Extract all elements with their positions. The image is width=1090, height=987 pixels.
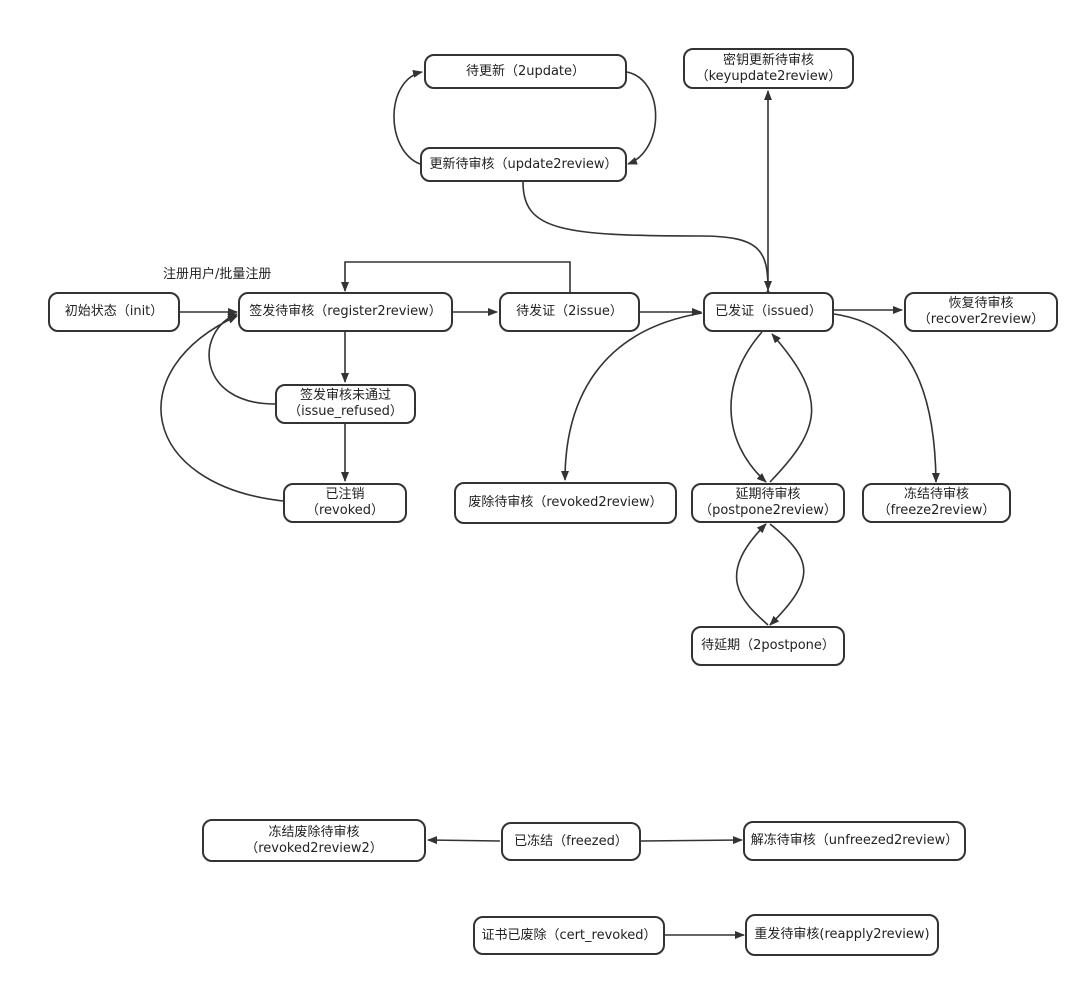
state-register2review-label: 签发待审核（register2review） <box>249 304 442 319</box>
state-2issue-label: 待发证（2issue） <box>516 304 623 319</box>
state-2issue: 待发证（2issue） <box>499 292 640 332</box>
edge-update2review-to-issued <box>522 181 772 291</box>
state-issued-label: 已发证（issued） <box>715 304 822 319</box>
state-issue-refused: 签发审核未通过 （issue_refused） <box>275 384 416 424</box>
state-2update-label: 待更新（2update） <box>465 63 586 79</box>
edge-issued-to-revoked2review <box>561 312 703 481</box>
state-freeze2review: 冻结待审核 （freeze2review） <box>862 483 1011 523</box>
state-freezed: 已冻结（freezed） <box>501 822 641 861</box>
edge-revoked-to-register2review <box>160 315 284 502</box>
state-postpone2review-line1: 延期待审核 <box>735 487 801 502</box>
state-2update: 待更新（2update） <box>424 54 627 89</box>
state-postpone2review-line2: （postpone2review） <box>699 503 837 518</box>
state-issue-refused-line2: （issue_refused） <box>288 404 403 419</box>
state-issue-refused-line1: 签发审核未通过 <box>299 388 391 403</box>
state-register2review: 签发待审核（register2review） <box>238 292 453 332</box>
state-revoked-line2: （revoked） <box>305 503 385 518</box>
state-freezed-label: 已冻结（freezed） <box>514 833 628 849</box>
state-unfreezed2review-label: 解冻待审核（unfreezed2review） <box>750 833 959 848</box>
state-postpone2review: 延期待审核 （postpone2review） <box>691 483 845 523</box>
edge-postpone2review-to-2postpone <box>769 523 805 626</box>
state-revoked2review: 废除待审核（revoked2review） <box>454 482 677 524</box>
edge-freezed-to-unfreezed2review <box>640 836 743 845</box>
state-revoked2review2: 冻结废除待审核 （revoked2review2） <box>202 819 426 862</box>
edge-2postpone-to-postpone2review <box>735 523 769 626</box>
edge-freezed-to-revoked2review2 <box>427 836 501 845</box>
edge-issued-to-postpone2review <box>730 331 767 483</box>
state-unfreezed2review: 解冻待审核（unfreezed2review） <box>743 821 966 861</box>
edge-postpone2review-to-issued <box>769 333 813 483</box>
state-reapply2review-label: 重发待审核(reapply2review) <box>754 927 930 942</box>
state-2postpone-label: 待延期（2postpone） <box>701 638 835 653</box>
state-revoked2review2-line2: （revoked2review2） <box>245 840 383 856</box>
state-recover2review: 恢复待审核 （recover2review） <box>904 292 1058 332</box>
state-issued: 已发证（issued） <box>703 292 834 332</box>
register-batch-label: 注册用户/批量注册 <box>163 267 272 282</box>
state-reapply2review: 重发待审核(reapply2review) <box>745 914 939 956</box>
state-update2review-label: 更新待审核（update2review） <box>429 156 618 172</box>
state-recover2review-line1: 恢复待审核 <box>948 296 1014 311</box>
state-keyupdate2review-line1: 密钥更新待审核 <box>722 52 814 68</box>
state-revoked2review-label: 废除待审核（revoked2review） <box>468 495 663 510</box>
state-cert-revoked: 证书已废除（cert_revoked） <box>473 916 665 955</box>
state-recover2review-line2: （recover2review） <box>917 312 1045 327</box>
state-revoked-line1: 已注销 <box>325 487 365 502</box>
state-revoked2review2-line1: 冻结废除待审核 <box>268 824 360 840</box>
state-2postpone: 待延期（2postpone） <box>691 626 845 666</box>
state-update2review: 更新待审核（update2review） <box>420 147 627 182</box>
state-freeze2review-line1: 冻结待审核 <box>903 487 969 502</box>
state-freeze2review-line2: （freeze2review） <box>877 503 996 518</box>
state-keyupdate2review-line2: （keyupdate2review） <box>695 68 842 84</box>
edge-2issue-to-register2review <box>341 261 571 292</box>
edge-issued-to-freeze2review <box>833 313 940 483</box>
state-cert-revoked-label: 证书已废除（cert_revoked） <box>481 927 657 943</box>
edge-2update-to-update2review <box>626 71 657 165</box>
state-init-label: 初始状态（init） <box>64 304 164 319</box>
state-revoked: 已注销 （revoked） <box>283 483 407 523</box>
state-init: 初始状态（init） <box>48 292 180 332</box>
edge-update2review-to-2update <box>393 70 423 165</box>
state-keyupdate2review: 密钥更新待审核 （keyupdate2review） <box>683 48 854 89</box>
